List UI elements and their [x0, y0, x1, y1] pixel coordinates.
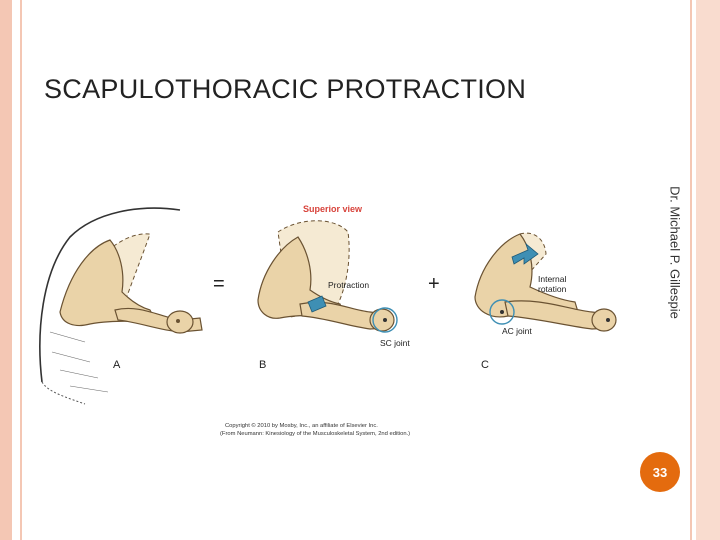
internal-rotation-label-line1: Internal [538, 274, 566, 284]
panel-label-a: A [113, 359, 121, 371]
panel-b-illustration [257, 220, 398, 333]
right-border-band [696, 0, 720, 540]
left-border-band [0, 0, 12, 540]
ac-joint-label: AC joint [502, 326, 532, 336]
author-credit: Dr. Michael P. Gillespie [667, 186, 683, 319]
plus-operator: + [428, 273, 440, 295]
internal-rotation-label-line2: rotation [538, 284, 567, 294]
slide-title: SCAPULOTHORACIC PROTRACTION [44, 74, 527, 104]
figure-heading: Superior view [303, 204, 363, 214]
protraction-label: Protraction [328, 280, 369, 290]
panel-label-c: C [481, 359, 489, 371]
panel-c-illustration [474, 232, 617, 332]
equals-operator: = [213, 273, 225, 295]
page-number-badge: 33 [640, 452, 680, 492]
panel-label-b: B [259, 359, 266, 371]
sc-joint-label: SC joint [380, 338, 410, 348]
copyright-line-1: Copyright © 2010 by Mosby, Inc., an affi… [225, 422, 378, 429]
left-border-line [20, 0, 22, 540]
right-border-line [690, 0, 692, 540]
panel-a-illustration [39, 207, 203, 405]
scapula-protraction-diagram: Superior view = + Protraction SC joint [39, 204, 617, 437]
copyright-line-2: (From Neumann: Kinesiology of the Muscul… [220, 431, 410, 437]
